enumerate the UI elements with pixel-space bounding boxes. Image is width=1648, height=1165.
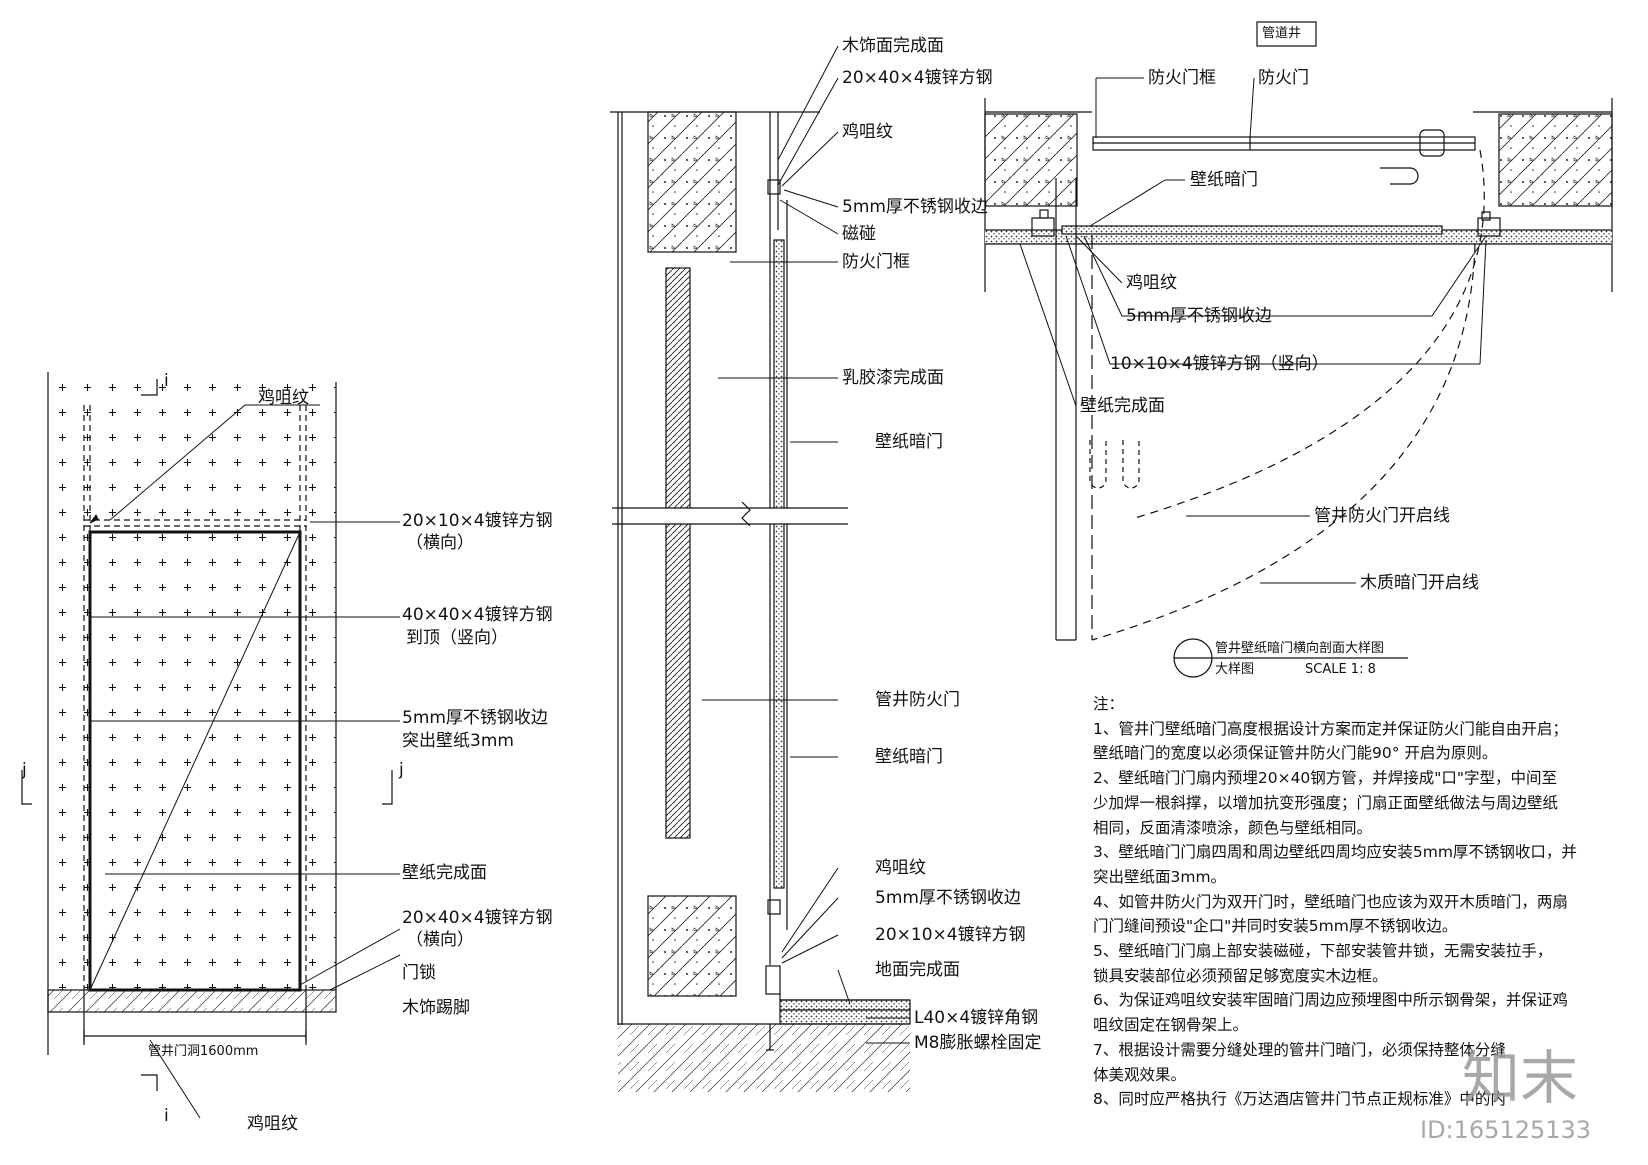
section-mark-top: i bbox=[164, 371, 169, 391]
label-plan-fire-door-swing: 管井防火门开启线 bbox=[1314, 506, 1450, 526]
plan-leaders bbox=[1019, 77, 1487, 584]
note-line: 2、壁纸暗门门扇内预埋20×40钢方管，并焊接成"口"字型，中间至 bbox=[1093, 769, 1558, 788]
note-line: 6、为保证鸡咀纹安装牢固暗门周边应预埋图中所示钢骨架，并保证鸡 bbox=[1093, 991, 1568, 1010]
label-plan-wood-door-swing: 木质暗门开启线 bbox=[1360, 573, 1479, 593]
note-line: 体美观效果。 bbox=[1093, 1065, 1187, 1084]
section-view bbox=[610, 111, 911, 1092]
label-tube-40x40: 40×40×4镀锌方钢 bbox=[402, 605, 553, 625]
left-elevation-leaders bbox=[89, 404, 401, 1119]
note-line: 突出壁纸面3mm。 bbox=[1093, 867, 1227, 886]
plan-scale: SCALE 1: 8 bbox=[1305, 662, 1376, 677]
label-shaft-fire-door: 管井防火门 bbox=[875, 690, 960, 710]
watermark-id: ID:165125133 bbox=[1420, 1116, 1592, 1144]
label-ss-edge: 5mm厚不锈钢收边 bbox=[402, 708, 548, 728]
label-tube-40x40-dir: 到顶（竖向） bbox=[406, 628, 508, 648]
note-line: 锁具安装部位必须预留足够宽度实木边框。 bbox=[1093, 966, 1388, 985]
label-plan-wallpaper-finish: 壁纸完成面 bbox=[1080, 396, 1165, 416]
label-plan-fire-door-frame: 防火门框 bbox=[1148, 68, 1216, 88]
plan-drawing-title: 管井壁纸暗门横向剖面大样图 bbox=[1215, 641, 1385, 656]
note-line: 3、壁纸暗门门扇四周和周边壁纸四周均应安装5mm厚不锈钢收口，并 bbox=[1093, 843, 1577, 862]
label-plan-wallpaper-door: 壁纸暗门 bbox=[1190, 170, 1258, 190]
note-line: 4、如管井防火门为双开门时，壁纸暗门也应该为双开木质暗门，两扇 bbox=[1093, 892, 1568, 911]
label-plan-fire-door: 防火门 bbox=[1258, 68, 1309, 88]
section-mark-j-left: j bbox=[22, 760, 27, 780]
plan-view bbox=[984, 21, 1613, 678]
label-wallpaper-door-1: 壁纸暗门 bbox=[875, 432, 943, 452]
section-mark-j-right: j bbox=[399, 760, 404, 780]
label-ss-edge-proj: 突出壁纸3mm bbox=[402, 731, 514, 751]
notes-block: 注： 1、管井门壁纸暗门高度根据设计方案而定并保证防火门能自由开启； 壁纸暗门的… bbox=[1093, 692, 1623, 1112]
label-plan-ss-edge: 5mm厚不锈钢收边 bbox=[1126, 306, 1272, 326]
note-line: 壁纸暗门的宽度以必须保证管井防火门能90° 开启为原则。 bbox=[1093, 744, 1498, 763]
note-line: 门门缝间预设"企口"并同时安装5mm厚不锈钢收边。 bbox=[1093, 917, 1458, 936]
label-chicken-weld-bottom: 鸡咀纹 bbox=[247, 1114, 298, 1134]
watermark-logo: 知末 bbox=[1462, 1044, 1579, 1112]
label-wallpaper-door-2: 壁纸暗门 bbox=[875, 747, 943, 767]
notes-heading: 注： bbox=[1093, 695, 1125, 713]
label-width-dim: 管井门洞1600mm bbox=[148, 1044, 259, 1059]
label-plan-tube-10x10: 10×10×4镀锌方钢（竖向） bbox=[1110, 354, 1329, 374]
label-plan-chicken-weld: 鸡咀纹 bbox=[1126, 273, 1177, 293]
label-floor-finish: 地面完成面 bbox=[875, 960, 960, 980]
note-line: 7、根据设计需要分缝处理的管井门暗门，必须保持整体分缝 bbox=[1093, 1040, 1506, 1059]
plan-tag: 管道井 bbox=[1262, 26, 1302, 41]
note-line: 1、管井门壁纸暗门高度根据设计方案而定并保证防火门能自由开启； bbox=[1093, 719, 1568, 738]
label-door-lock: 门锁 bbox=[402, 963, 436, 983]
note-line: 少加焊一根斜撑，以增加抗变形强度；门扇正面壁纸做法与周边壁纸 bbox=[1093, 793, 1559, 812]
label-tube-20x10-h: 20×10×4镀锌方钢 bbox=[402, 511, 553, 531]
label-tube-20x10: 20×10×4镀锌方钢 bbox=[875, 925, 1026, 945]
note-line: 8、同时应严格执行《万达酒店管井门节点正规标准》中的内 bbox=[1093, 1090, 1506, 1109]
label-chicken-weld-1: 鸡咀纹 bbox=[842, 122, 893, 142]
label-tube-20x10-h-dir: （横向） bbox=[406, 533, 474, 553]
section-mark-bottom: i bbox=[164, 1106, 169, 1126]
label-tube-20x40-h-dir: （横向） bbox=[406, 930, 474, 950]
label-fire-door-frame: 防火门框 bbox=[842, 252, 910, 272]
label-ss-edge-1: 5mm厚不锈钢收边 bbox=[842, 197, 988, 217]
label-chicken-weld-2: 鸡咀纹 bbox=[875, 858, 926, 878]
label-magnet: 磁碰 bbox=[842, 224, 876, 244]
label-wood-skirting: 木饰踢脚 bbox=[402, 998, 470, 1018]
label-latex-paint: 乳胶漆完成面 bbox=[842, 368, 944, 388]
note-line: 咀纹固定在钢骨架上。 bbox=[1093, 1016, 1249, 1035]
plan-drawing-subtitle: 大样图 bbox=[1215, 662, 1255, 677]
label-bolt: M8膨胀螺栓固定 bbox=[914, 1033, 1042, 1053]
label-tube-20x40-h: 20×40×4镀锌方钢 bbox=[402, 908, 553, 928]
note-line: 5、壁纸暗门门扇上部安装磁碰，下部安装管井锁，无需安装拉手， bbox=[1093, 942, 1553, 961]
label-wallpaper-finish: 壁纸完成面 bbox=[402, 863, 487, 883]
label-chicken-weld-top: 鸡咀纹 bbox=[258, 388, 309, 408]
left-elevation bbox=[21, 372, 393, 1091]
note-line: 相同，反面清漆喷涂，颜色与壁纸相同。 bbox=[1093, 818, 1373, 837]
label-wood-finish: 木饰面完成面 bbox=[842, 36, 944, 56]
section-leaders bbox=[702, 45, 910, 1044]
label-angle-steel: L40×4镀锌角钢 bbox=[914, 1008, 1039, 1028]
label-ss-edge-2: 5mm厚不锈钢收边 bbox=[875, 888, 1021, 908]
label-tube-20x40: 20×40×4镀锌方钢 bbox=[842, 68, 993, 88]
